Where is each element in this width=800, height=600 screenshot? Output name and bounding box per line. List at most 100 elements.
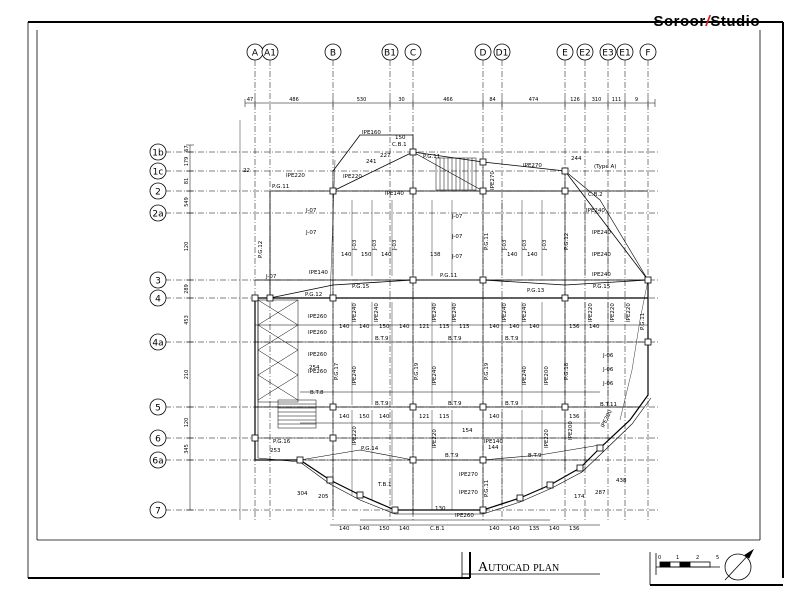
column-node	[251, 434, 259, 442]
num-115-3: 115	[439, 414, 450, 420]
column-node	[251, 294, 259, 302]
label-pg15: P.G.15	[352, 284, 370, 290]
label-pg11-mid: P.G.11	[440, 273, 457, 279]
column-bubble-E2: E2	[576, 43, 594, 61]
rlabel-ipe220-3: IPE220	[352, 426, 358, 445]
column-node	[329, 403, 337, 411]
row-bubble-5: 5	[149, 398, 167, 416]
num-140-1: 140	[341, 252, 352, 258]
structural-grid	[165, 60, 660, 520]
rlabel-j03-4: J-03	[502, 239, 508, 251]
num-140-11: 140	[589, 324, 600, 330]
top-dimension: 126	[570, 97, 580, 103]
row-bubble-4a: 4a	[149, 333, 167, 351]
row-bubble-3: 3	[149, 271, 167, 289]
num-140-9: 140	[509, 324, 520, 330]
num-140-12: 140	[339, 414, 350, 420]
label-n150-top: 150	[395, 135, 406, 141]
label-cb1-top: C.B.1	[392, 142, 407, 148]
column-node	[561, 187, 569, 195]
structure-outline	[239, 120, 652, 526]
north-arrow-icon	[724, 548, 754, 581]
label-pg13: P.G.13	[527, 288, 545, 294]
label-bt9-g: B.T.9	[445, 453, 459, 459]
label-bt9-b: B.T.9	[448, 336, 462, 342]
scale-bar-ticks: 0 1 2 5	[658, 555, 719, 561]
rlabel-pg19-b: P.G.19	[484, 362, 490, 380]
label-n241: 241	[366, 159, 377, 165]
top-dimension: 47	[247, 97, 253, 103]
rlabel-ipe240-8: IPE240	[432, 366, 438, 385]
label-j07-6: J-07	[265, 274, 277, 280]
rlabel-ipe240-6: IPE240	[522, 303, 528, 322]
label-ipe260-a: IPE260	[308, 314, 327, 320]
column-bubble-B: B	[324, 43, 342, 61]
column-node	[326, 476, 334, 484]
rlabel-j03-2: J-03	[372, 239, 378, 251]
column-node	[296, 456, 304, 464]
rlabel-ipe240-4: IPE240	[452, 303, 458, 322]
row-bubble-label: 4	[155, 295, 161, 305]
label-ipe160: IPE160	[362, 130, 381, 136]
label-bt9-d: B.T.9	[375, 401, 389, 407]
num-121-1: 121	[419, 324, 430, 330]
rlabel-pg12-b: P.G.12	[564, 233, 570, 250]
rlabel-j03-5: J-03	[522, 239, 528, 251]
label-n304: 304	[297, 491, 308, 497]
column-node	[561, 167, 569, 175]
column-bubble-label: A	[252, 49, 259, 59]
column-node	[409, 276, 417, 284]
scale-tick-0: 0	[658, 555, 661, 561]
num-140-3: 140	[507, 252, 518, 258]
column-bubble-label: E1	[619, 49, 630, 59]
rlabel-ipe220-6: IPE220	[626, 303, 632, 322]
row-bubble-label: 7	[155, 507, 161, 517]
label-ipe270: IPE270	[523, 163, 542, 169]
column-bubble-label: F	[645, 49, 650, 59]
rlabel-ipe240-9: IPE240	[522, 366, 528, 385]
num-136-3: 136	[569, 526, 580, 532]
scale-tick-5: 5	[716, 555, 719, 561]
rlabel-ipe220-4: IPE220	[432, 429, 438, 448]
column-node	[576, 464, 584, 472]
rlabel-pg11-b: P.G.11	[640, 313, 646, 330]
label-n244: 244	[571, 156, 582, 162]
label-bt11: B.T.11	[600, 402, 617, 408]
rlabel-pg11-a: P.G.11	[484, 233, 490, 250]
left-dimension: 120	[184, 242, 190, 252]
num-140-15: 140	[339, 526, 350, 532]
label-ipe220-a: IPE220	[286, 173, 305, 179]
rlabel-ipe200-2: IPE200	[568, 421, 574, 440]
left-dimension: 81	[184, 178, 190, 184]
num-140-16: 140	[359, 526, 370, 532]
left-dimension: 345	[184, 444, 190, 454]
num-150-2: 150	[379, 324, 390, 330]
label-ipe140-top: IPE140	[385, 191, 404, 197]
left-dimension: 120	[184, 418, 190, 428]
label-n144: 144	[488, 445, 499, 451]
num-136-2: 136	[569, 414, 580, 420]
column-bubble-label: A1	[264, 49, 276, 59]
num-140-5: 140	[339, 324, 350, 330]
column-bubble-label: B1	[384, 49, 396, 59]
plan-title: Autocad plan	[478, 560, 560, 575]
num-140-13: 140	[379, 414, 390, 420]
top-dimension: 310	[592, 97, 602, 103]
rlabel-ipe240-3: IPE240	[432, 303, 438, 322]
column-node	[516, 494, 524, 502]
column-bubble-D1: D1	[493, 43, 511, 61]
label-n154: 154	[462, 428, 473, 434]
row-bubble-label: 2	[155, 188, 161, 198]
label-cb1-bottom: C.B.1	[430, 526, 445, 532]
row-bubble-label: 1c	[153, 168, 164, 178]
label-pg11-left: P.G.11	[272, 184, 289, 190]
num-150-4: 150	[379, 526, 390, 532]
column-node	[479, 276, 487, 284]
label-ipe270-b: IPE270	[459, 490, 478, 496]
label-n438: 438	[616, 478, 627, 484]
column-bubble-label: E2	[579, 49, 590, 59]
stair-top	[435, 157, 477, 191]
label-n130: 130	[435, 506, 446, 512]
label-bt9-h: B.T.9	[528, 453, 542, 459]
